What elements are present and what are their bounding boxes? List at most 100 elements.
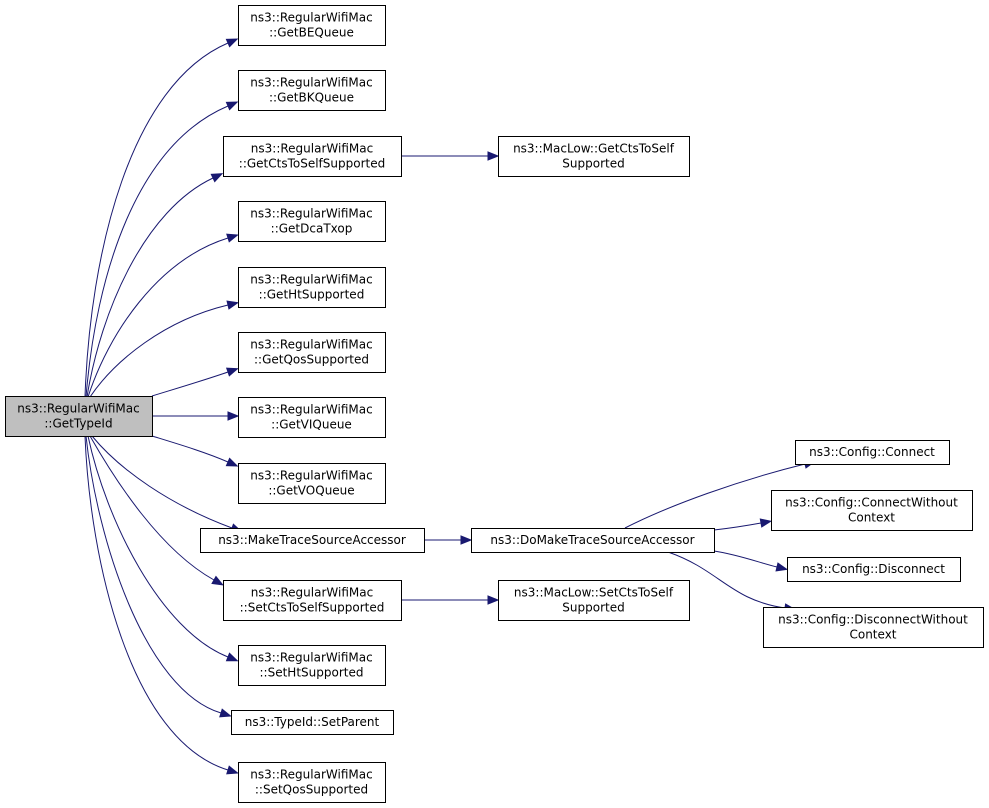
node-box[interactable]: [787, 557, 961, 582]
node-box[interactable]: [200, 528, 425, 553]
node-label: ns3::RegularWifiMac: [250, 76, 372, 90]
node-label: ::GetQosSupported: [254, 353, 369, 367]
node-box[interactable]: [238, 70, 386, 111]
edge-line: [89, 304, 229, 398]
node-label: ns3::RegularWifiMac: [251, 586, 373, 600]
node-label: ns3::RegularWifiMac: [250, 768, 372, 782]
node-label: ns3::RegularWifiMac: [250, 338, 372, 352]
node-cfgdisconnect[interactable]: ns3::Config::Disconnect: [787, 557, 961, 582]
node-box[interactable]: [5, 396, 153, 437]
node-label: ::GetCtsToSelfSupported: [239, 157, 385, 171]
edge-root-to-setcts: [89, 435, 224, 586]
node-setht[interactable]: ns3::RegularWifiMac::SetHtSupported: [238, 645, 386, 686]
node-box[interactable]: [771, 490, 973, 531]
node-box[interactable]: [223, 580, 402, 621]
edge-line: [151, 371, 229, 397]
arrowhead: [226, 233, 239, 243]
edge-line: [624, 463, 806, 529]
node-root[interactable]: ns3::RegularWifiMac::GetTypeId: [5, 396, 153, 437]
node-maclowget[interactable]: ns3::MacLow::GetCtsToSelfSupported: [498, 136, 690, 177]
arrowhead: [227, 411, 240, 421]
node-label: Supported: [562, 157, 624, 171]
node-box[interactable]: [498, 580, 690, 621]
node-getbe[interactable]: ns3::RegularWifiMac::GetBEQueue: [238, 5, 386, 46]
node-label: ns3::TypeId::SetParent: [245, 715, 380, 729]
node-label: ns3::RegularWifiMac: [250, 11, 372, 25]
node-label: ::GetTypeId: [44, 417, 112, 431]
edges-layer: [84, 38, 817, 775]
node-box[interactable]: [238, 267, 386, 308]
node-box[interactable]: [763, 607, 984, 648]
edge-line: [713, 522, 762, 531]
node-label: ::GetBEQueue: [269, 26, 354, 40]
node-label: Context: [849, 628, 896, 642]
edge-root-to-getht: [89, 300, 240, 398]
node-box[interactable]: [498, 136, 690, 177]
edge-line: [89, 435, 215, 581]
node-box[interactable]: [223, 136, 402, 177]
edge-domaketrace-to-cfgconnectwc: [713, 518, 773, 531]
node-setparent[interactable]: ns3::TypeId::SetParent: [231, 710, 394, 735]
node-label: ::GetDcaTxop: [271, 222, 353, 236]
node-box[interactable]: [471, 528, 715, 553]
node-cfgconnect[interactable]: ns3::Config::Connect: [795, 440, 950, 465]
node-getbk[interactable]: ns3::RegularWifiMac::GetBKQueue: [238, 70, 386, 111]
edge-line: [91, 435, 233, 529]
node-maclowset[interactable]: ns3::MacLow::SetCtsToSelfSupported: [498, 580, 690, 621]
edge-root-to-getbe: [84, 38, 239, 398]
node-label: Context: [848, 511, 895, 525]
edge-maketrace-to-domaketrace: [424, 535, 473, 545]
edge-line: [84, 435, 229, 771]
edge-root-to-getvi: [152, 411, 240, 421]
arrowhead: [487, 595, 500, 605]
node-getdca[interactable]: ns3::RegularWifiMac::GetDcaTxop: [238, 201, 386, 242]
node-label: Supported: [562, 601, 624, 615]
node-getcts[interactable]: ns3::RegularWifiMac::GetCtsToSelfSupport…: [223, 136, 402, 177]
node-box[interactable]: [238, 762, 386, 803]
node-getvi[interactable]: ns3::RegularWifiMac::GetVIQueue: [238, 397, 386, 438]
node-box[interactable]: [231, 710, 394, 735]
edge-line: [86, 177, 214, 398]
node-label: ::SetQosSupported: [255, 783, 368, 797]
node-box[interactable]: [238, 645, 386, 686]
node-box[interactable]: [238, 397, 386, 438]
nodes-layer: ns3::RegularWifiMac::GetTypeIdns3::Regul…: [5, 5, 984, 803]
node-label: ns3::RegularWifiMac: [250, 651, 372, 665]
edge-root-to-getqos: [151, 367, 239, 397]
node-label: ns3::Config::DisconnectWithout: [778, 613, 968, 627]
node-label: ::GetHtSupported: [259, 288, 365, 302]
edge-line: [84, 42, 229, 398]
node-getqos[interactable]: ns3::RegularWifiMac::GetQosSupported: [238, 332, 386, 373]
node-label: ns3::MakeTraceSourceAccessor: [218, 533, 406, 547]
node-box[interactable]: [795, 440, 950, 465]
arrowhead: [226, 765, 239, 775]
node-label: ::GetVOQueue: [268, 484, 354, 498]
node-label: ::SetCtsToSelfSupported: [240, 601, 385, 615]
node-label: ::SetHtSupported: [260, 666, 364, 680]
edge-setcts-to-maclowset: [401, 595, 500, 605]
node-label: ns3::Config::Connect: [809, 445, 935, 459]
arrowhead: [225, 38, 239, 48]
node-setqos[interactable]: ns3::RegularWifiMac::SetQosSupported: [238, 762, 386, 803]
node-label: ns3::RegularWifiMac: [250, 273, 372, 287]
arrowhead: [226, 300, 240, 310]
arrowhead: [225, 101, 239, 111]
node-domaketrace[interactable]: ns3::DoMakeTraceSourceAccessor: [471, 528, 715, 553]
arrowhead: [775, 562, 789, 572]
node-getht[interactable]: ns3::RegularWifiMac::GetHtSupported: [238, 267, 386, 308]
edge-line: [87, 435, 229, 658]
node-label: ::GetVIQueue: [271, 418, 352, 432]
node-label: ns3::RegularWifiMac: [250, 469, 372, 483]
node-getvo[interactable]: ns3::RegularWifiMac::GetVOQueue: [238, 463, 386, 504]
node-box[interactable]: [238, 332, 386, 373]
node-box[interactable]: [238, 5, 386, 46]
node-label: ns3::MacLow::SetCtsToSelf: [514, 586, 674, 600]
node-label: ns3::RegularWifiMac: [250, 207, 372, 221]
edge-line: [667, 551, 786, 609]
node-maketrace[interactable]: ns3::MakeTraceSourceAccessor: [200, 528, 425, 553]
node-box[interactable]: [238, 463, 386, 504]
node-setcts[interactable]: ns3::RegularWifiMac::SetCtsToSelfSupport…: [223, 580, 402, 621]
node-box[interactable]: [238, 201, 386, 242]
